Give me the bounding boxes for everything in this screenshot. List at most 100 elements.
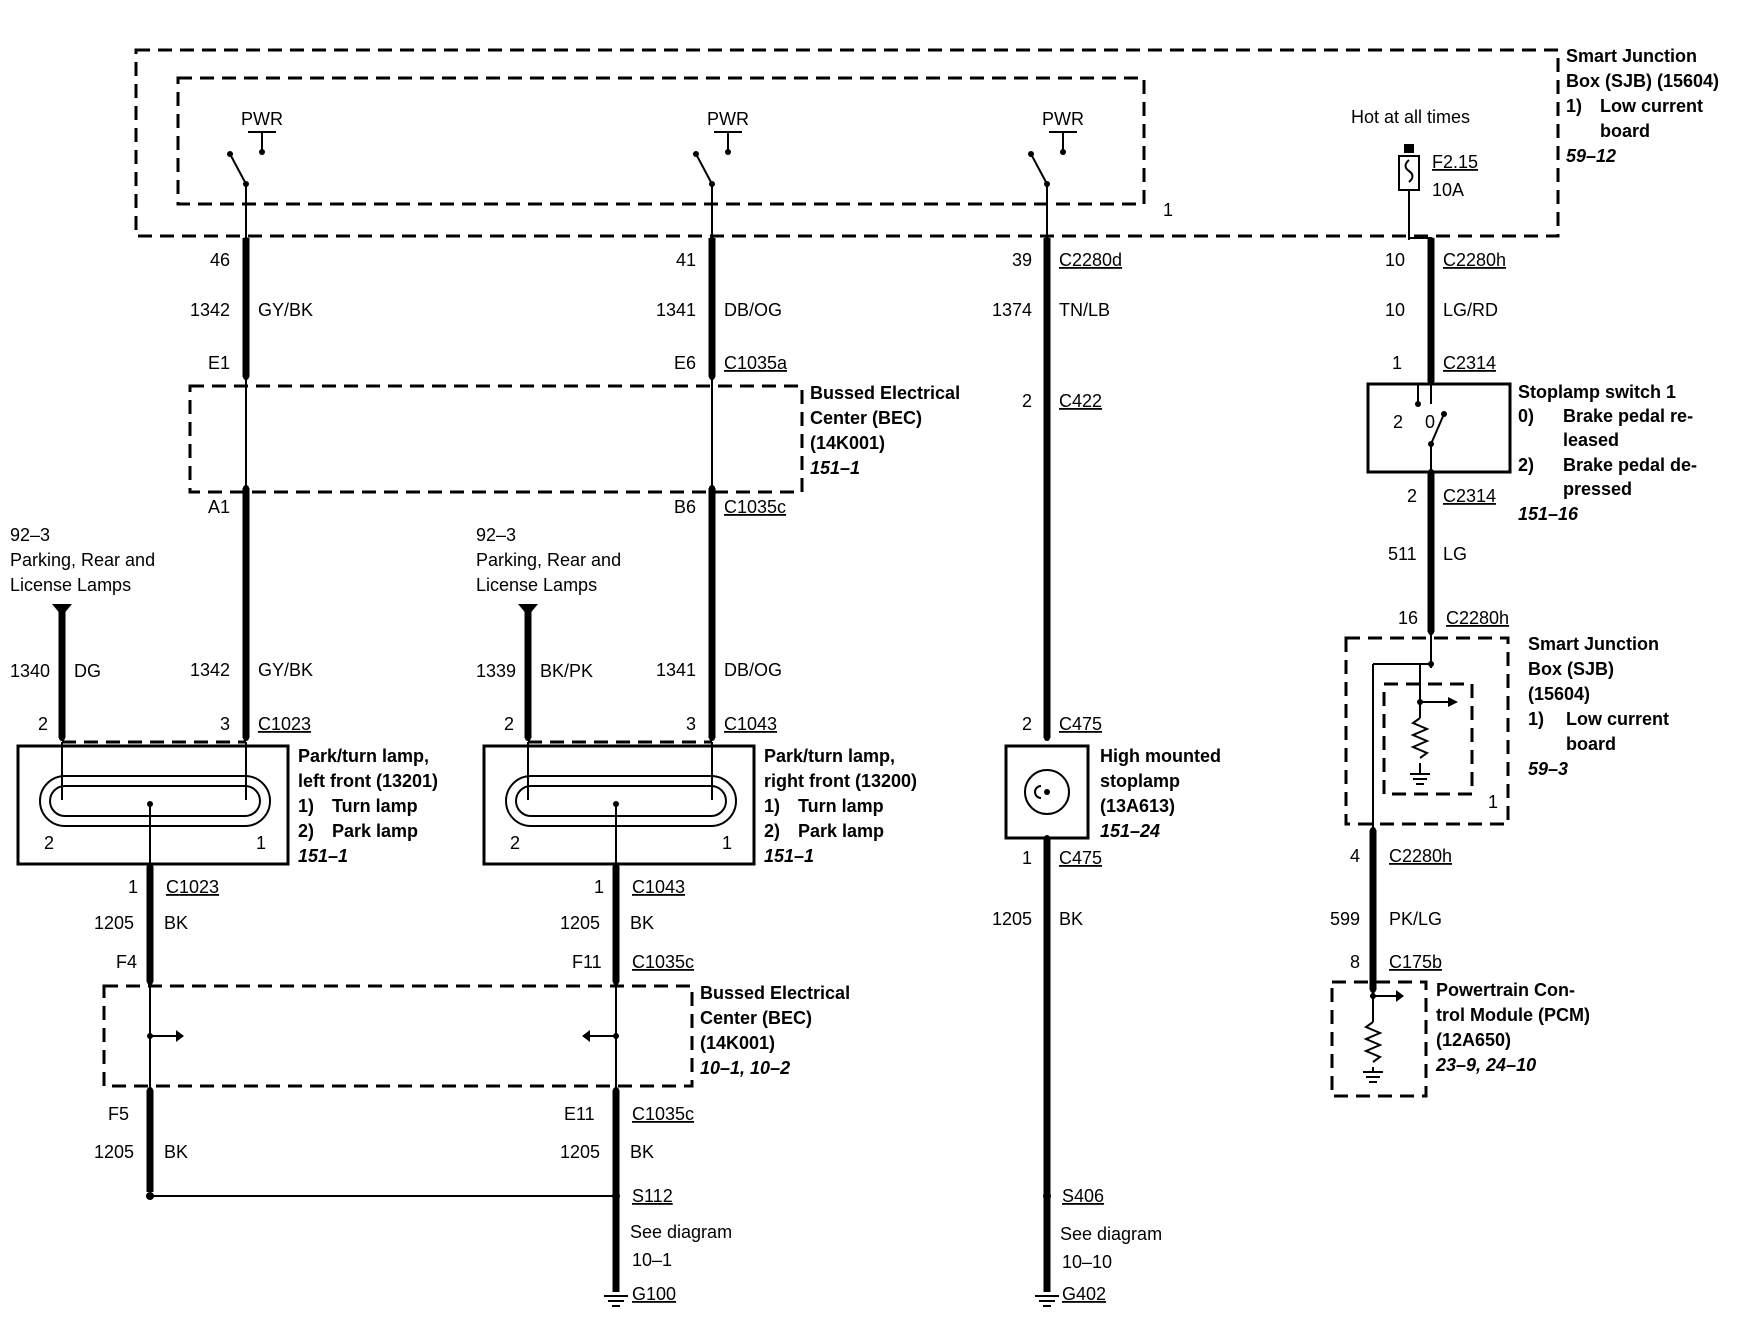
svg-text:Center (BEC): Center (BEC) [700, 1008, 812, 1028]
svg-text:BK: BK [164, 1142, 188, 1162]
svg-text:C2280h: C2280h [1389, 846, 1452, 866]
ground-right-labels: 1 C1043 1205 BK F11 C1035c E11 C1035c 12… [560, 877, 732, 1304]
svg-text:1): 1) [1566, 96, 1582, 116]
svg-text:(13A613): (13A613) [1100, 796, 1175, 816]
svg-text:Parking, Rear and: Parking, Rear and [10, 550, 155, 570]
svg-text:C2280d: C2280d [1059, 250, 1122, 270]
svg-text:Park lamp: Park lamp [332, 821, 418, 841]
sjb-mid-inner-box [1382, 682, 1474, 796]
svg-text:8: 8 [1350, 952, 1360, 972]
svg-text:46: 46 [210, 250, 230, 270]
svg-text:1205: 1205 [94, 913, 134, 933]
svg-text:3: 3 [686, 714, 696, 734]
svg-text:1340: 1340 [10, 661, 50, 681]
left-feed-labels: 92–3 Parking, Rear and License Lamps 134… [10, 525, 155, 734]
pwr-switch-1: PWR [227, 109, 283, 187]
svg-text:A1: A1 [208, 497, 230, 517]
svg-text:GY/BK: GY/BK [258, 300, 313, 320]
svg-text:stoplamp: stoplamp [1100, 771, 1180, 791]
svg-text:0): 0) [1518, 406, 1534, 426]
svg-text:Powertrain Con-: Powertrain Con- [1436, 980, 1575, 1000]
lamp-right-bulb-icon [505, 742, 737, 866]
sjb-top-label: Smart Junction Box (SJB) (15604) 1) Low … [1566, 46, 1719, 166]
svg-text:151–24: 151–24 [1100, 821, 1160, 841]
sjb-top-inner-number: 1 [1163, 200, 1173, 220]
lamp-right-pin-2: 2 [510, 833, 520, 853]
svg-text:2: 2 [504, 714, 514, 734]
svg-text:PK/LG: PK/LG [1389, 909, 1442, 929]
bec-top-label: Bussed Electrical Center (BEC) (14K001) … [810, 383, 960, 478]
svg-text:1: 1 [1488, 792, 1498, 812]
svg-text:1205: 1205 [560, 913, 600, 933]
svg-text:S406: S406 [1062, 1186, 1104, 1206]
wire-1341-labels: 41 1341 DB/OG E6 C1035a B6 C1035c 1341 D… [656, 250, 788, 734]
svg-text:151–1: 151–1 [764, 846, 814, 866]
pcm-box [1330, 980, 1428, 1098]
svg-text:PWR: PWR [707, 109, 749, 129]
sjb-mid-outer-box [1344, 636, 1510, 826]
svg-text:(15604): (15604) [1528, 684, 1590, 704]
svg-text:right front (13200): right front (13200) [764, 771, 917, 791]
wire-stoplamp-labels: 10 C2280h 10 LG/RD 1 C2314 2 C2314 511 L… [1330, 250, 1509, 972]
svg-text:C1035c: C1035c [724, 497, 786, 517]
svg-text:Park lamp: Park lamp [798, 821, 884, 841]
ground-left-labels: 1 C1023 1205 BK F4 F5 1205 BK [94, 877, 219, 1162]
svg-text:Low current: Low current [1566, 709, 1669, 729]
svg-text:C1035a: C1035a [724, 353, 788, 373]
svg-text:1: 1 [128, 877, 138, 897]
svg-text:S112: S112 [632, 1186, 673, 1206]
svg-text:C2280h: C2280h [1443, 250, 1506, 270]
svg-text:511: 511 [1388, 544, 1417, 564]
svg-text:G100: G100 [632, 1284, 676, 1304]
svg-text:2): 2) [1518, 455, 1534, 475]
stoplamp-switch-label: Stoplamp switch 1 0) Brake pedal re- lea… [1518, 382, 1697, 524]
lamp-left-front-box [16, 744, 290, 866]
svg-text:board: board [1566, 734, 1616, 754]
wire-1374-labels: 39 C2280d 1374 TN/LB 2 C422 2 C475 1 C47… [992, 250, 1162, 1304]
svg-text:16: 16 [1398, 608, 1418, 628]
svg-text:151–1: 151–1 [810, 458, 860, 478]
svg-text:23–9, 24–10: 23–9, 24–10 [1435, 1055, 1536, 1075]
svg-text:Park/turn lamp,: Park/turn lamp, [764, 746, 895, 766]
svg-text:DG: DG [74, 661, 101, 681]
svg-text:1: 1 [1392, 353, 1402, 373]
svg-text:C475: C475 [1059, 848, 1102, 868]
svg-text:C1023: C1023 [258, 714, 311, 734]
svg-text:DB/OG: DB/OG [724, 660, 782, 680]
svg-text:leased: leased [1563, 430, 1619, 450]
svg-text:Stoplamp switch 1: Stoplamp switch 1 [1518, 382, 1676, 402]
svg-text:Turn lamp: Turn lamp [332, 796, 418, 816]
svg-text:39: 39 [1012, 250, 1032, 270]
svg-text:599: 599 [1330, 909, 1360, 929]
svg-text:trol Module (PCM): trol Module (PCM) [1436, 1005, 1590, 1025]
svg-text:DB/OG: DB/OG [724, 300, 782, 320]
svg-text:B6: B6 [674, 497, 696, 517]
svg-text:Hot at all times: Hot at all times [1351, 107, 1470, 127]
svg-text:F2.15: F2.15 [1432, 152, 1478, 172]
svg-text:PWR: PWR [241, 109, 283, 129]
svg-text:1205: 1205 [94, 1142, 134, 1162]
svg-text:10: 10 [1385, 300, 1405, 320]
svg-text:BK: BK [1059, 909, 1083, 929]
svg-text:92–3: 92–3 [10, 525, 50, 545]
svg-text:C2280h: C2280h [1446, 608, 1509, 628]
svg-text:License Lamps: License Lamps [10, 575, 131, 595]
svg-text:E1: E1 [208, 353, 230, 373]
hmsl-label: High mounted stoplamp (13A613) 151–24 [1100, 746, 1221, 841]
connector-dots [59, 237, 1434, 1093]
svg-text:151–1: 151–1 [298, 846, 348, 866]
sjb-mid-label: Smart Junction Box (SJB) (15604) 1) Low … [1528, 634, 1669, 779]
bec-bottom-internal [147, 1030, 619, 1042]
svg-text:C1023: C1023 [166, 877, 219, 897]
svg-text:1342: 1342 [190, 300, 230, 320]
svg-text:Box (SJB) (15604): Box (SJB) (15604) [1566, 71, 1719, 91]
svg-text:10–10: 10–10 [1062, 1252, 1112, 1272]
ground-g100-icon [604, 1295, 628, 1307]
pwr-switch-2: PWR [693, 109, 749, 187]
svg-text:board: board [1600, 121, 1650, 141]
lamp-left-pin-1: 1 [256, 833, 266, 853]
svg-text:BK: BK [630, 1142, 654, 1162]
svg-text:1341: 1341 [656, 660, 696, 680]
bec-top-box [188, 384, 804, 494]
